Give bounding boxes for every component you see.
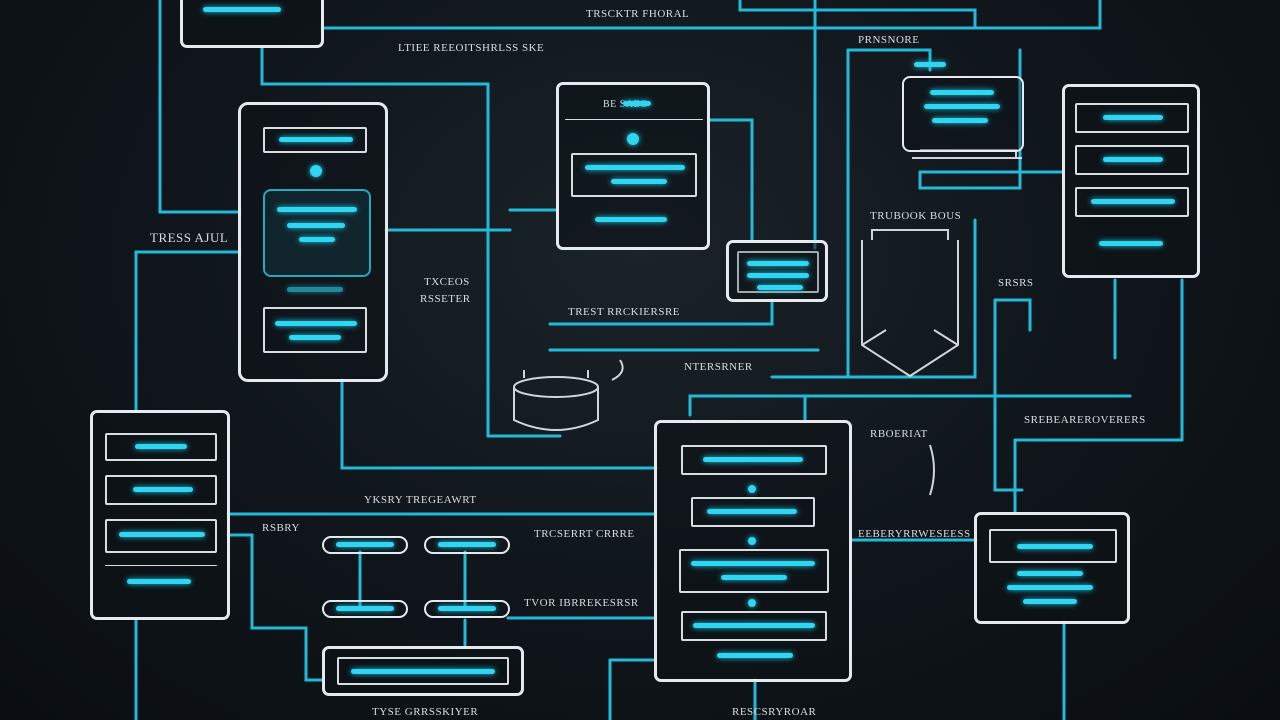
center-server-node	[654, 420, 852, 682]
label-bottom-edge-1: TYSE GRRSSKIYER	[372, 706, 479, 718]
label-center-right-mid: TRUBOOK BOUS	[870, 210, 962, 222]
label-right-mid: SRSRS	[998, 277, 1034, 289]
label-bottom-center-title: YKSRY TREGEAWRT	[364, 494, 477, 506]
label-bottom-edge-2: RESCSRYROAR	[732, 706, 817, 718]
right-bottom-panel	[974, 512, 1130, 624]
label-bottom-right: EEBERYRRWESEESS	[858, 528, 971, 540]
top-left-panel	[180, 0, 324, 48]
label-top-left: LTIEE REEOITSHRLSS SKE	[398, 42, 545, 54]
label-top-right: PRNSNORE	[858, 34, 920, 46]
label-bottom-mid-2: TVOR IBRREKESRSR	[524, 597, 639, 609]
center-monitor-node: BE SAEO	[556, 82, 710, 250]
switch-node-2	[424, 536, 510, 554]
small-service-node	[726, 240, 828, 302]
switch-node-4	[424, 600, 510, 618]
mobile-device-node	[238, 102, 388, 382]
laptop-indicator	[914, 62, 946, 67]
label-center-right-lower: RBOERIAT	[870, 428, 928, 440]
label-mid-left-1: TXCEOS	[424, 276, 470, 288]
bottom-bar-panel	[322, 646, 524, 696]
label-bottom-mid-1: TRCSERRT CRRRE	[534, 528, 635, 540]
label-top-center: TRSCKTR FHORAL	[586, 8, 690, 20]
left-server-node	[90, 410, 230, 620]
label-center-mid: TREST RRCKIERSRE	[568, 306, 681, 318]
switch-node-3	[322, 600, 408, 618]
laptop-screen	[902, 76, 1024, 152]
label-left-mid: TRESS AJUL	[150, 230, 229, 245]
label-bottom-left: RSBRY	[262, 522, 300, 534]
label-center-lower: NTERSRNER	[684, 361, 753, 373]
switch-node-1	[322, 536, 408, 554]
label-mid-left-2: RSSETER	[420, 293, 471, 305]
label-right-lower: SREBEAREROVERERS	[1024, 414, 1146, 426]
right-server-node	[1062, 84, 1200, 278]
